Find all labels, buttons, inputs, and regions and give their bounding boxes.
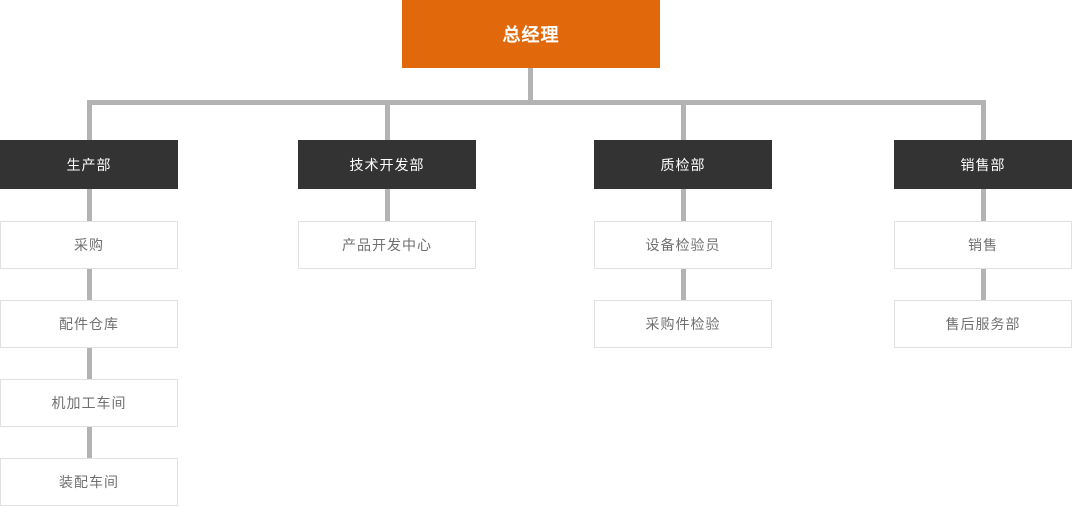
connector-vertical [680,100,686,140]
connector-vertical [680,269,686,300]
dept-node-quality-inspection: 质检部 [594,140,772,189]
connector-vertical [980,189,986,221]
connector-vertical [384,189,390,221]
connector-vertical [980,100,986,140]
connector-vertical [680,189,686,221]
dept-node-sales: 销售部 [894,140,1072,189]
org-column-production: 生产部 采购 配件仓库 机加工车间 装配车间 [0,100,178,506]
dept-node-production: 生产部 [0,140,178,189]
connector-vertical [86,269,92,300]
dept-node-tech-development: 技术开发部 [298,140,476,189]
child-node-assembly-workshop: 装配车间 [0,458,178,506]
child-node-purchasing: 采购 [0,221,178,269]
connector-vertical [86,189,92,221]
connector-vertical [384,100,390,140]
org-node-root: 总经理 [402,0,660,68]
child-node-machining-workshop: 机加工车间 [0,379,178,427]
child-node-product-dev-center: 产品开发中心 [298,221,476,269]
child-node-sales: 销售 [894,221,1072,269]
connector-vertical [86,427,92,458]
child-node-purchased-parts-inspection: 采购件检验 [594,300,772,348]
child-node-equipment-inspector: 设备检验员 [594,221,772,269]
org-column-tech-development: 技术开发部 产品开发中心 [298,100,476,269]
connector-horizontal [87,100,986,105]
child-node-parts-warehouse: 配件仓库 [0,300,178,348]
org-column-quality-inspection: 质检部 设备检验员 采购件检验 [594,100,772,348]
connector-trunk [528,68,533,100]
connector-vertical [980,269,986,300]
org-column-sales: 销售部 销售 售后服务部 [894,100,1072,348]
connector-vertical [86,100,92,140]
connector-vertical [86,348,92,379]
child-node-after-sales-service: 售后服务部 [894,300,1072,348]
